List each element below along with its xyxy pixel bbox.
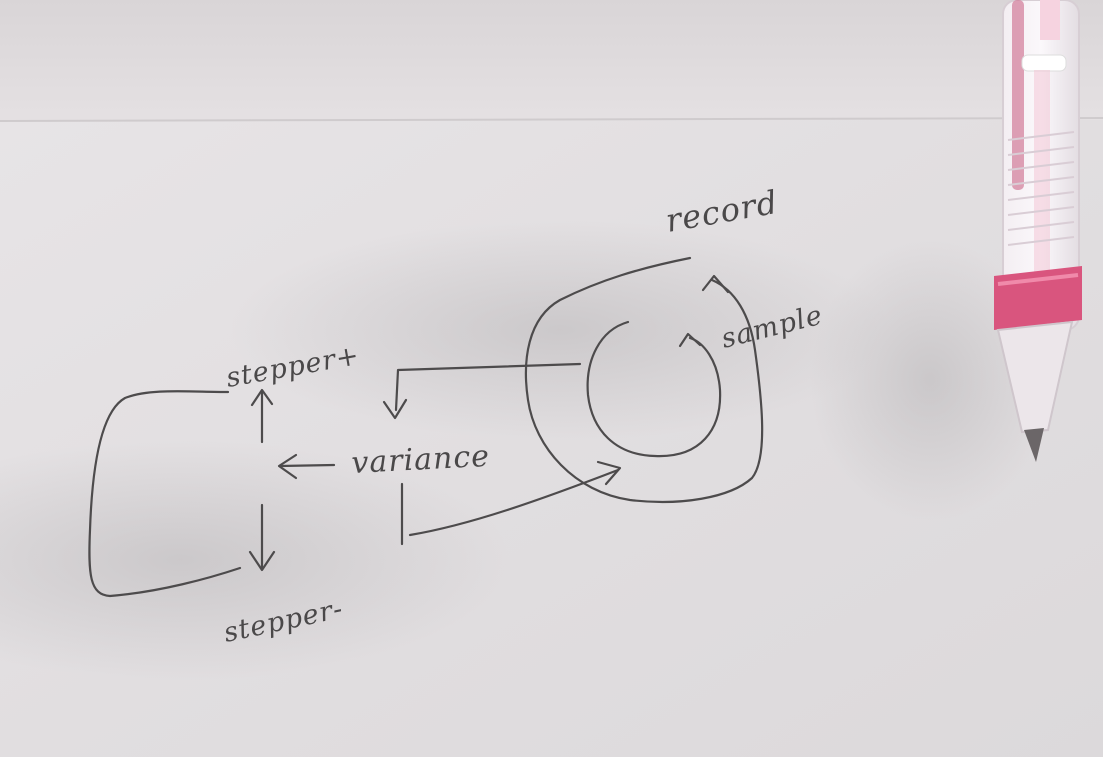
sample-arrow-head xyxy=(678,332,702,348)
pen-pink-grip-highlight xyxy=(997,273,1079,286)
record-arrow-head xyxy=(701,274,730,294)
variance-left-arrow-line xyxy=(278,463,336,468)
record-to-variance-line xyxy=(394,362,582,412)
pen-refill xyxy=(1034,70,1050,310)
variance-to-loop-arrow xyxy=(596,460,622,486)
feedback-loop xyxy=(88,390,242,598)
pen-top-band xyxy=(1040,0,1060,40)
pen-tip xyxy=(1024,428,1044,462)
hand-shadow-center xyxy=(230,220,890,440)
pen-grip-ridges xyxy=(1007,131,1075,246)
pen-shadow xyxy=(810,240,1050,520)
wall-background xyxy=(0,0,1103,125)
label-variance: variance xyxy=(351,439,491,481)
pen-clip xyxy=(1012,0,1024,190)
down-arrow-head xyxy=(248,550,276,572)
variance-left-arrow-head xyxy=(277,453,298,480)
variance-to-loop-line xyxy=(408,468,620,537)
up-arrow-head xyxy=(250,388,274,407)
pen-white-ring xyxy=(1021,54,1067,72)
sample-inner-loop xyxy=(586,320,722,458)
paper-edge xyxy=(0,117,1103,122)
pen xyxy=(994,0,1082,462)
pen-cone xyxy=(996,320,1074,434)
record-outer-loop xyxy=(524,256,764,504)
record-to-variance-arrow xyxy=(382,398,408,420)
